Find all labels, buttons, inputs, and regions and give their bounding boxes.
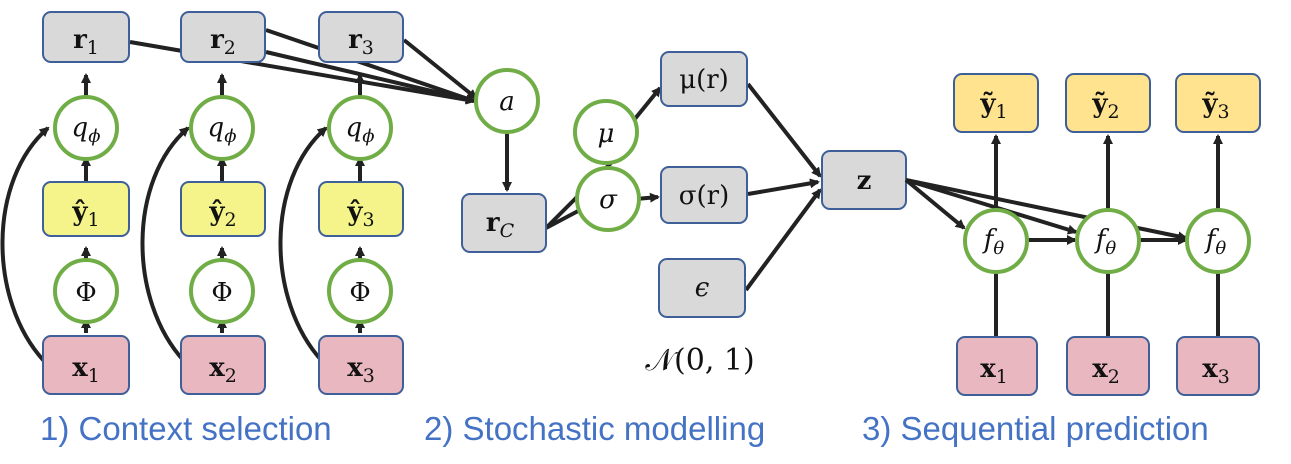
r2-label: r2 xyxy=(210,25,236,59)
arrow-r2b-a xyxy=(265,28,476,104)
x2-pred-box xyxy=(1066,336,1150,396)
sigma-label: σ xyxy=(599,185,618,215)
phi-circle-1 xyxy=(53,258,119,324)
yhat1-label: ŷ1 xyxy=(71,197,99,231)
attention-circle xyxy=(474,68,540,134)
section-sequential-prediction: ỹ1 fθ x1 ỹ2 fθ x2 ỹ3 fθ x3 3) Sequential… xyxy=(862,73,1261,447)
yhat3-box xyxy=(318,181,404,237)
rc-label: rC xyxy=(486,208,515,242)
arrow-r3-a xyxy=(402,38,478,100)
f-theta-circle-1 xyxy=(963,208,1029,274)
x2-label: x2 xyxy=(209,353,237,387)
ytilde2-label: ỹ2 xyxy=(1091,89,1119,123)
arrow-mur-z xyxy=(746,82,822,178)
x2-pred-label: x2 xyxy=(1092,354,1120,388)
caption-context-selection: 1) Context selection xyxy=(40,410,332,447)
x3-pred-box xyxy=(1176,336,1260,396)
yhat3-label: ŷ3 xyxy=(346,197,374,231)
q-phi-label-1: qϕ xyxy=(72,113,101,147)
ytilde1-label: ỹ1 xyxy=(979,89,1007,123)
ytilde1-box xyxy=(953,73,1039,133)
arrow-sigmar-z xyxy=(747,178,820,196)
f-theta-circle-3 xyxy=(1185,208,1251,274)
phi-label-3: Φ xyxy=(349,278,370,308)
arrow-z-f3 xyxy=(905,178,1188,242)
arrow-z-f1 xyxy=(904,178,966,230)
arrow-r2-a xyxy=(265,50,476,105)
q-phi-circle-3 xyxy=(327,95,393,161)
mu-label: μ xyxy=(598,119,615,149)
mu-r-box xyxy=(660,51,748,107)
arrow-mu-mur xyxy=(632,86,662,122)
line-rc-sigma xyxy=(545,208,581,230)
r2-box xyxy=(180,11,266,63)
arrow-z-f2 xyxy=(905,178,1078,235)
attention-label: a xyxy=(499,87,515,117)
r3-box xyxy=(318,11,404,63)
column-3: r3 qϕ ŷ3 Φ x3 xyxy=(318,11,404,395)
x1-pred-label: x1 xyxy=(980,354,1008,388)
normal-distribution-label: 𝒩(0, 1) xyxy=(645,343,754,378)
column-1: r1 qϕ ŷ1 Φ x1 xyxy=(42,11,130,395)
x3-label: x3 xyxy=(347,353,375,387)
q-phi-label-3: qϕ xyxy=(346,113,375,147)
f-theta-circle-2 xyxy=(1075,208,1141,274)
sigma-r-label: σ(r) xyxy=(679,181,729,211)
q-phi-circle-1 xyxy=(53,95,119,161)
ytilde2-box xyxy=(1065,73,1151,133)
section-context-selection: r1 qϕ ŷ1 Φ x1 r2 qϕ ŷ2 Φ x2 r3 xyxy=(0,11,478,447)
sigma-circle xyxy=(575,166,641,232)
caption-stochastic-modelling: 2) Stochastic modelling xyxy=(424,410,765,447)
skip-arrow-2 xyxy=(140,126,190,363)
phi-label-1: Φ xyxy=(75,278,96,308)
x1-label: x1 xyxy=(72,353,100,387)
skip-arrow-3 xyxy=(278,126,328,363)
phi-circle-2 xyxy=(189,258,255,324)
z-label: z xyxy=(857,166,872,196)
mu-r-label: μ(r) xyxy=(679,65,729,95)
skip-arrow-1 xyxy=(0,126,50,363)
sigma-r-box xyxy=(660,166,748,224)
r3-label: r3 xyxy=(348,25,374,59)
ytilde3-label: ỹ3 xyxy=(1201,89,1229,123)
q-phi-label-2: qϕ xyxy=(208,113,237,147)
r1-box xyxy=(42,11,130,63)
yhat1-box xyxy=(42,181,130,237)
x3-pred-label: x3 xyxy=(1202,354,1230,388)
phi-label-2: Φ xyxy=(211,278,232,308)
arrow-eps-z xyxy=(744,188,822,292)
ytilde3-box xyxy=(1175,73,1261,133)
epsilon-box xyxy=(658,258,746,318)
yhat2-box xyxy=(180,181,266,237)
r1-label: r1 xyxy=(73,25,99,59)
phi-circle-3 xyxy=(327,258,393,324)
epsilon-label: ϵ xyxy=(695,273,710,303)
x1-pred-box xyxy=(956,336,1038,396)
column-2: r2 qϕ ŷ2 Φ x2 xyxy=(180,11,266,395)
rc-box xyxy=(461,193,547,253)
x2-box xyxy=(180,335,266,395)
section-stochastic-modelling: a rC μ σ μ(r) σ(r) ϵ z 𝒩(0, 1) 2) Stocha… xyxy=(424,51,907,447)
q-phi-circle-2 xyxy=(189,95,255,161)
yhat2-label: ŷ2 xyxy=(208,197,236,231)
x3-box xyxy=(318,335,404,395)
mu-circle xyxy=(573,99,639,165)
x1-box xyxy=(42,335,130,395)
caption-sequential-prediction: 3) Sequential prediction xyxy=(862,410,1209,447)
